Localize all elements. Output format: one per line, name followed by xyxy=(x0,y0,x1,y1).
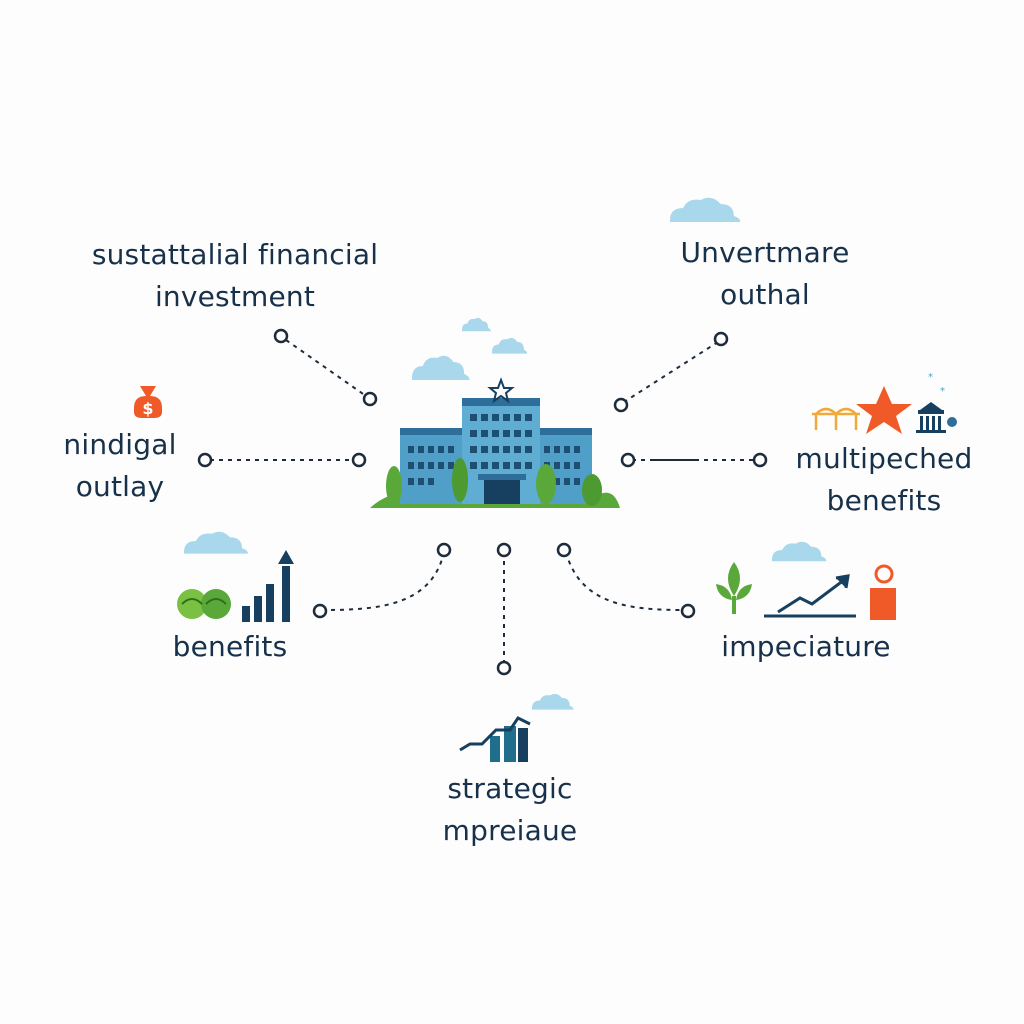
node-label-top-right: Unvertmare outhal xyxy=(680,236,850,311)
cabbage-icon xyxy=(177,589,231,619)
building-icon: * * xyxy=(916,372,957,433)
leaf-icon xyxy=(716,562,752,614)
node-label-low-left: benefits xyxy=(172,630,288,663)
person-icon xyxy=(870,564,896,620)
node-label-top-left: sustattalial financial investment xyxy=(91,238,379,313)
bridge-icon xyxy=(812,407,860,430)
node-label-mid-right: multipeched benefits xyxy=(795,442,973,517)
node-label-bottom: strategic mpreiaue xyxy=(442,772,578,847)
svg-text:$: $ xyxy=(142,399,153,418)
bar-chart-icon xyxy=(242,550,294,622)
node-label-mid-left: nindigal outlay xyxy=(63,428,177,503)
node-label-low-right: impeciature xyxy=(721,630,891,663)
connector-nodes xyxy=(197,328,768,676)
stepped-chart-icon xyxy=(459,716,531,762)
svg-text:*: * xyxy=(928,372,933,383)
svg-text:*: * xyxy=(940,386,945,397)
money-bag-icon: $ xyxy=(134,386,162,418)
school-building-icon xyxy=(370,377,620,508)
trend-arrow-icon xyxy=(764,574,856,618)
star-icon xyxy=(856,386,912,434)
